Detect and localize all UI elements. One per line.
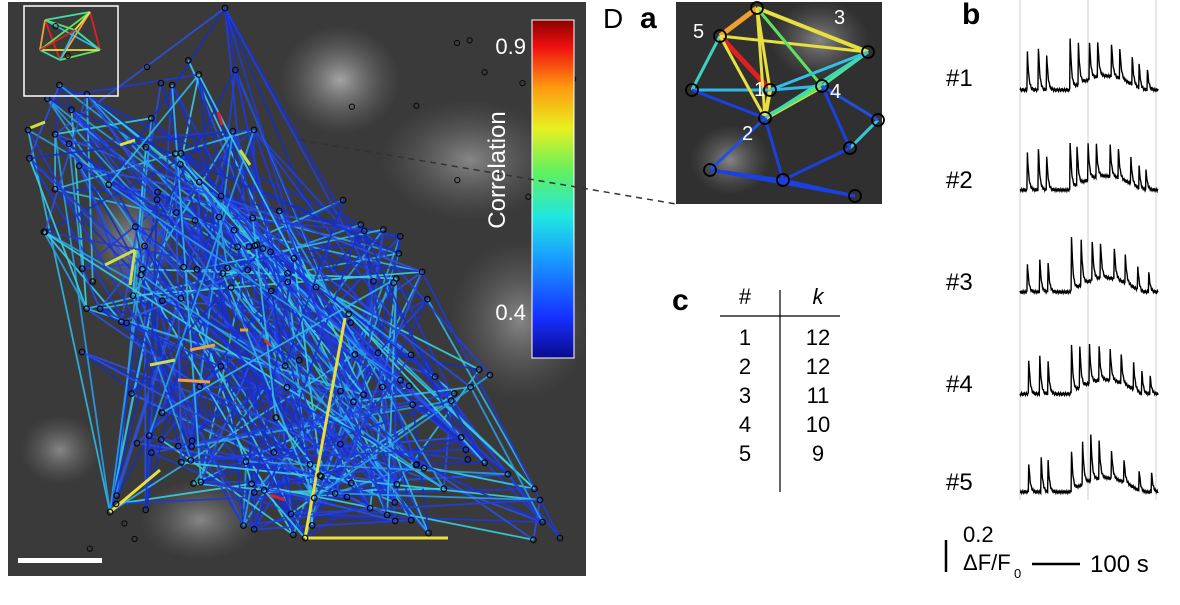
- trace-label-2: #2: [946, 167, 973, 194]
- trace-label-4: #4: [946, 371, 973, 398]
- table-cell-k: 11: [807, 383, 830, 408]
- table-header-k: k: [813, 284, 825, 309]
- scale-y-value: 0.2: [963, 522, 994, 547]
- colorbar-title: Correlation: [484, 111, 511, 228]
- zoom-node-label-4: 4: [830, 81, 841, 103]
- scale-y-unit-subscript: 0: [1014, 566, 1021, 581]
- panel-label-c: c: [672, 284, 689, 317]
- table-cell-id: 3: [739, 383, 751, 408]
- panel-label-b: b: [962, 0, 980, 31]
- table-cell-id: 4: [739, 412, 751, 437]
- trace-label-5: #5: [946, 469, 973, 496]
- table-cell-id: 1: [739, 325, 751, 350]
- table-rows: 1 12 2 12 3 11 4 10 5 9: [739, 325, 830, 466]
- scale-x-label: 100 s: [1090, 551, 1149, 578]
- calcium-trace: [1020, 39, 1158, 92]
- trace-label-3: #3: [946, 269, 973, 296]
- calcium-trace: [1020, 435, 1158, 494]
- trace-scale-bars: 0.2 ΔF/F 0 100 s: [946, 522, 1149, 581]
- trace-label-1: #1: [946, 65, 973, 92]
- network-edge-strong: [178, 380, 210, 382]
- trace-lines: [1020, 39, 1158, 494]
- colorbar-gradient: [532, 20, 574, 358]
- calcium-trace: [1020, 143, 1158, 191]
- zoom-node-label-5: 5: [693, 21, 704, 43]
- trace-panel: #1 #2 #3 #4 #5: [946, 0, 1158, 500]
- zoom-node-label-3: 3: [834, 7, 845, 29]
- scale-bar: [18, 558, 102, 563]
- table-cell-k: 9: [812, 441, 824, 466]
- zoom-inset: 5 3 1 4 2: [676, 0, 884, 204]
- table-cell-id: 2: [739, 354, 751, 379]
- panel-label-d: D: [603, 3, 623, 34]
- calcium-trace: [1020, 344, 1158, 395]
- zoom-node-label-1: 1: [754, 79, 765, 101]
- table-cell-k: 10: [806, 412, 830, 437]
- network-image-panel: [8, 2, 590, 576]
- cell-body-blob: [280, 25, 400, 135]
- colorbar-tick-high: 0.9: [495, 34, 526, 59]
- cell-body-blob: [20, 415, 100, 485]
- calcium-trace: [1020, 237, 1158, 293]
- cell-body-blob: [690, 125, 770, 195]
- table-header-id: #: [739, 284, 752, 309]
- scale-y-unit: ΔF/F: [963, 550, 1011, 575]
- zoom-node-label-2: 2: [742, 123, 753, 145]
- degree-table: # k 1 12 2 12 3 11 4 10 5 9: [720, 284, 840, 492]
- panel-label-a: a: [640, 2, 657, 35]
- colorbar-tick-low: 0.4: [495, 300, 526, 325]
- table-cell-k: 12: [806, 354, 830, 379]
- table-cell-k: 12: [806, 325, 830, 350]
- table-cell-id: 5: [739, 441, 751, 466]
